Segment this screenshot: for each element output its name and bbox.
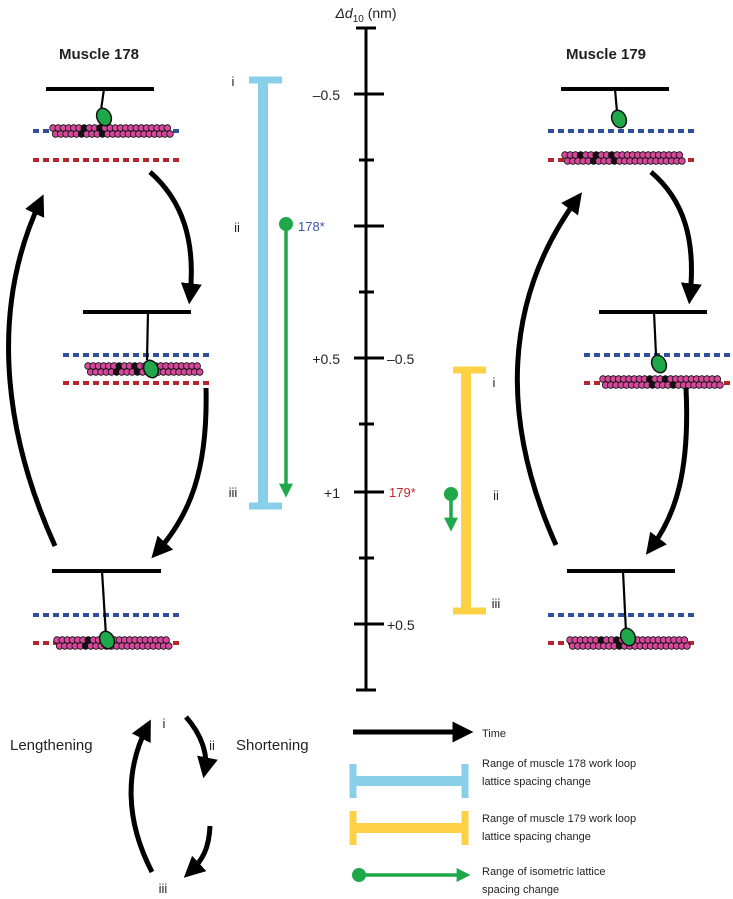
phase-label-179-iii: iii [492, 596, 501, 611]
muscle-178-title: Muscle 178 [59, 46, 139, 63]
isometric-range-178 [279, 217, 293, 498]
key-phase-iii: iii [159, 881, 168, 896]
myosin-head [142, 359, 160, 379]
key-arrow-shortening-1 [184, 715, 218, 779]
legend-yellow-bar [349, 811, 469, 845]
myosin-head [650, 354, 668, 374]
legend-blue-bar [349, 764, 469, 798]
key-shortening-label: Shortening [236, 737, 309, 754]
arrow-179-i-to-ii [649, 170, 702, 305]
key-lengthening-label: Lengthening [10, 737, 93, 754]
myosin-lever [145, 311, 150, 361]
legend-179-line1: Range of muscle 179 work loop [482, 813, 636, 825]
thick-filament [599, 375, 724, 389]
myosin-lever [99, 88, 106, 111]
cartoon-178-state-i [33, 87, 180, 162]
myosin-head [95, 107, 113, 127]
tick-label-minus-0-5-right: –0.5 [387, 351, 414, 367]
marker-179: 179* [389, 485, 416, 500]
axis-title: Δd10 (nm) [335, 5, 397, 25]
myosin-head [619, 627, 637, 647]
cycle-key [128, 715, 218, 878]
myosin-lever [621, 570, 628, 633]
legend-time-label: Time [482, 728, 506, 740]
arrow-178-i-to-ii [148, 170, 202, 305]
key-arrow-shortening-2 [183, 825, 213, 878]
legend-178-line1: Range of muscle 178 work loop [482, 758, 636, 770]
arrow-179-ii-to-iii [645, 387, 690, 555]
cartoon-179-state-ii [584, 310, 730, 389]
key-arrow-lengthening [128, 719, 155, 874]
tick-label-plus-0-5: +0.5 [312, 351, 340, 367]
thick-filament [49, 124, 174, 138]
tick-label-plus-1: +1 [324, 485, 340, 501]
cartoon-178-state-iii [33, 569, 180, 650]
range-bar-178 [249, 76, 282, 510]
myosin-lever [100, 570, 108, 637]
delta-d10-axis [354, 26, 384, 692]
myosin-head [98, 630, 116, 650]
cartoon-178-state-ii [63, 310, 211, 385]
myosin-lever [652, 311, 658, 356]
thick-filament [561, 151, 686, 165]
range-bar-179 [453, 366, 486, 615]
legend [349, 721, 474, 882]
key-phase-ii: ii [209, 738, 215, 753]
thick-filament [566, 636, 691, 650]
legend-isometric-line1: Range of isometric lattice [482, 866, 606, 878]
phase-label-178-ii: ii [234, 220, 240, 235]
phase-label-179-ii: ii [493, 488, 499, 503]
isometric-range-179 [444, 487, 458, 532]
phase-label-178-iii: iii [229, 485, 238, 500]
cartoon-179-state-iii [548, 569, 695, 650]
arrow-179-iii-to-i [514, 192, 582, 547]
tick-label-plus-0-5-right: +0.5 [387, 617, 415, 633]
legend-179-line2: lattice spacing change [482, 831, 591, 843]
legend-178-line2: lattice spacing change [482, 776, 591, 788]
myosin-lever [613, 88, 619, 113]
key-phase-i: i [163, 716, 166, 731]
arrow-178-iii-to-i [6, 194, 58, 548]
tick-label-minus-0-5: –0.5 [313, 87, 340, 103]
legend-isometric-line2: spacing change [482, 884, 559, 896]
phase-label-178-i: i [232, 74, 235, 89]
cartoon-179-state-i [548, 87, 695, 165]
marker-178: 178* [298, 219, 325, 234]
phase-label-179-i: i [493, 375, 496, 390]
muscle-179-title: Muscle 179 [566, 46, 646, 63]
legend-green-arrow [352, 868, 471, 882]
arrow-178-ii-to-iii [151, 387, 209, 559]
myosin-head [610, 109, 628, 129]
